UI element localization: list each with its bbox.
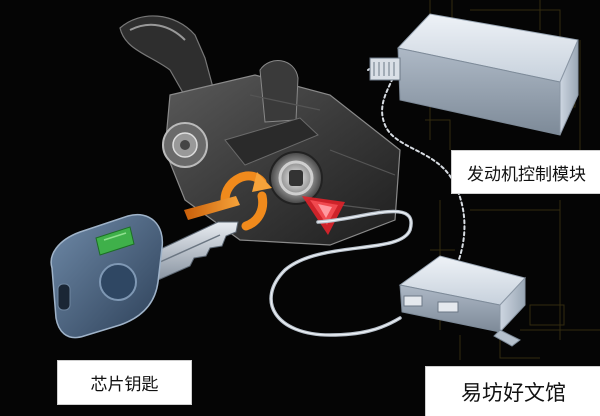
transponder-signal-icon bbox=[302, 196, 345, 235]
ignition-lock-icon bbox=[269, 151, 323, 205]
immobilizer-control-unit-icon bbox=[398, 255, 526, 347]
transponder-key-icon bbox=[50, 214, 239, 339]
watermark-label: 易坊好文馆 bbox=[425, 366, 600, 416]
engine-control-module-icon bbox=[369, 13, 579, 136]
rotation-arrow-icon bbox=[220, 171, 272, 231]
insert-arrow-icon bbox=[184, 196, 240, 220]
engine-control-module-label: 发动机控制模块 bbox=[451, 150, 600, 194]
chip-key-label: 芯片钥匙 bbox=[57, 360, 192, 405]
